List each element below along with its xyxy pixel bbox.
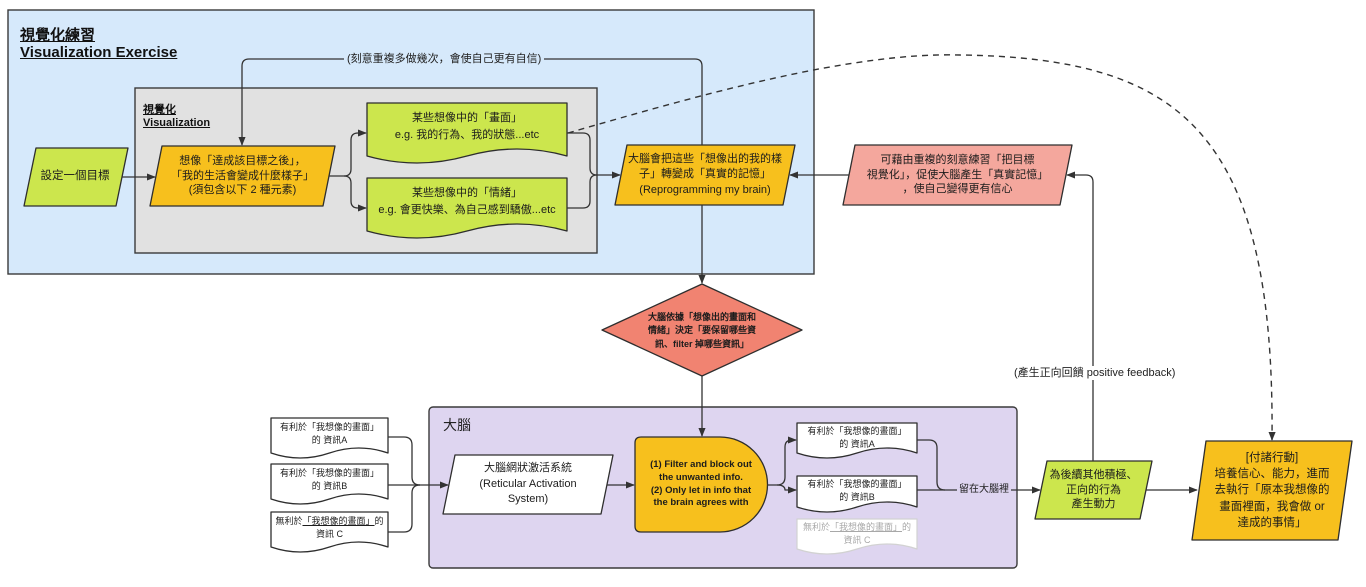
info-line2: 的 資訊B xyxy=(839,492,875,502)
info-prefix: 無利於 xyxy=(802,521,830,532)
incoming-info-b-document xyxy=(270,463,389,505)
edge-emotion-to-reprogram xyxy=(567,174,598,209)
ras-label: 大腦網狀激活系統 (Reticular Activation System) xyxy=(479,462,577,506)
filter-label: (1) Filter and block out the unwanted in… xyxy=(650,458,752,509)
filtered-info-b-label: 有利於「我想像的畫面」的 資訊B xyxy=(807,478,906,504)
imagery-document-node xyxy=(366,102,568,164)
incoming-info-b-label-box: 有利於「我想像的畫面」的 資訊B xyxy=(271,465,388,495)
filtered-info-b-label-box: 有利於「我想像的畫面」的 資訊B xyxy=(797,477,917,505)
incoming-info-c-label-box: 無利於「我想像的畫面」的資訊 C xyxy=(271,513,388,543)
positive-feedback-label: (產生正向回饋 positive feedback) xyxy=(1011,366,1179,380)
incoming-info-c-document xyxy=(270,511,389,553)
info-suffix: 的 xyxy=(902,521,912,532)
edge-info-a-to-ras xyxy=(388,436,421,486)
info-subject: 「我想像的畫面」 xyxy=(302,515,375,526)
filter-label-box: (1) Filter and block out the unwanted in… xyxy=(635,437,767,532)
decision-label: 大腦依據「想像出的畫面和 情緒」決定「要保留哪些資 訊、filter 掉哪些資訊… xyxy=(647,312,756,349)
edge-imagine-to-emotion xyxy=(343,175,367,212)
info-subject: 「我想像的畫面」 xyxy=(307,421,380,432)
filtered-info-a-label: 有利於「我想像的畫面」的 資訊A xyxy=(807,425,906,451)
info-prefix: 有利於 xyxy=(279,467,307,478)
emotion-label: 某些想像中的「情緒」 e.g. 會更快樂、為自己感到驕傲...etc xyxy=(378,186,556,216)
info-subject: 「我想像的畫面」 xyxy=(834,478,907,489)
edge-filter-to-info-a xyxy=(767,436,797,486)
info-prefix: 有利於 xyxy=(807,425,835,436)
info-subject: 「我想像的畫面」 xyxy=(834,425,907,436)
exercise-title-en: Visualization Exercise xyxy=(20,44,178,61)
confidence-node xyxy=(842,144,1073,206)
blocked-info-c-label: 無利於「我想像的畫面」的資訊 C xyxy=(803,521,911,547)
filtered-info-b-document xyxy=(796,475,918,513)
info-subject: 「我想像的畫面」 xyxy=(829,521,902,532)
info-prefix: 有利於 xyxy=(279,421,307,432)
blocked-info-c-label-box: 無利於「我想像的畫面」的資訊 C xyxy=(797,520,917,548)
imagery-label: 某些想像中的「畫面」 e.g. 我的行為、我的狀態...etc xyxy=(394,111,540,141)
action-label: [付諸行動] 培養信心、能力，進而 去執行「原本我想像的 畫面裡面，我會做 or… xyxy=(1214,452,1330,529)
set-goal-label: 設定一個目標 xyxy=(40,170,110,183)
set-goal-label-box: 設定一個目標 xyxy=(22,148,128,206)
reprogram-label-box: 大腦會把這些「想像出的我的樣 子」轉變成「真實的記憶」 (Reprogrammi… xyxy=(615,145,795,205)
edge-info-c-to-ras xyxy=(388,484,421,533)
imagery-label-box: 某些想像中的「畫面」 e.g. 我的行為、我的狀態...etc xyxy=(367,106,567,148)
edge-info-a-to-motivation xyxy=(917,439,946,491)
set-goal-node xyxy=(23,147,129,207)
info-line2: 資訊 C xyxy=(843,535,871,545)
info-line2: 的 資訊A xyxy=(311,435,348,445)
reprogram-label: 大腦會把這些「想像出的我的樣 子」轉變成「真實的記憶」 (Reprogrammi… xyxy=(628,152,782,196)
info-suffix: 的 xyxy=(374,515,384,526)
action-node xyxy=(1191,440,1353,541)
filter-delay-node xyxy=(634,436,769,533)
info-line2: 的 資訊B xyxy=(311,481,348,491)
reprogram-node xyxy=(614,144,796,206)
action-label-box: [付諸行動] 培養信心、能力，進而 去執行「原本我想像的 畫面裡面，我會做 or… xyxy=(1192,441,1352,540)
incoming-info-a-label: 有利於「我想像的畫面」的 資訊A xyxy=(280,421,379,447)
edge-filter-to-info-b xyxy=(776,484,797,494)
info-line2: 的 資訊A xyxy=(839,439,875,449)
decision-label-box: 大腦依據「想像出的畫面和 情緒」決定「要保留哪些資 訊、filter 掉哪些資訊… xyxy=(627,310,777,352)
filtered-info-a-document xyxy=(796,422,918,459)
ras-label-box: 大腦網狀激活系統 (Reticular Activation System) xyxy=(443,455,613,514)
imagine-label: 想像「達成該目標之後」， 「我的生活會變成什麼樣子」 (須包含以下 2 種元素) xyxy=(171,155,314,197)
blocked-info-c-document xyxy=(796,518,918,555)
filtered-info-a-label-box: 有利於「我想像的畫面」的 資訊A xyxy=(797,424,917,452)
incoming-info-a-document xyxy=(270,417,389,459)
incoming-info-c-label: 無利於「我想像的畫面」的資訊 C xyxy=(275,515,383,541)
motivation-label: 為後續其他積極、 正向的行為 產生動力 xyxy=(1049,468,1138,511)
incoming-info-a-label-box: 有利於「我想像的畫面」的 資訊A xyxy=(271,419,388,449)
edge-imagery-to-reprogram xyxy=(567,132,621,179)
motivation-label-box: 為後續其他積極、 正向的行為 產生動力 xyxy=(1035,461,1152,519)
subgroup-title-en: Visualization xyxy=(143,117,211,129)
subgroup-title-zh: 視覺化 xyxy=(143,104,176,116)
edge-positive-feedback xyxy=(1066,171,1094,461)
info-prefix: 無利於 xyxy=(275,515,303,526)
confidence-label-box: 可藉由重複的刻意練習「把目標 視覺化」，促使大腦產生「真實記憶」 ，使自己變得更… xyxy=(843,145,1072,205)
stay-in-brain-label: 留在大腦裡 xyxy=(957,483,1011,497)
motivation-node xyxy=(1034,460,1153,520)
info-subject: 「我想像的畫面」 xyxy=(307,467,380,478)
ras-node xyxy=(442,454,614,515)
exercise-title-zh: 視覺化練習 xyxy=(20,27,96,44)
incoming-info-b-label: 有利於「我想像的畫面」的 資訊B xyxy=(280,467,379,493)
imagine-node xyxy=(149,145,336,207)
imagine-label-box: 想像「達成該目標之後」， 「我的生活會變成什麼樣子」 (須包含以下 2 種元素) xyxy=(150,146,335,206)
repeat-loop-label: (刻意重複多做幾次，會使自己更有自信) xyxy=(344,52,545,66)
info-prefix: 有利於 xyxy=(807,478,835,489)
emotion-document-node xyxy=(366,177,568,239)
edge-imagine-to-imagery xyxy=(329,129,367,177)
info-line2: 資訊 C xyxy=(315,529,343,539)
brain-group-title: 大腦 xyxy=(443,417,471,433)
confidence-label: 可藉由重複的刻意練習「把目標 視覺化」，促使大腦產生「真實記憶」 ，使自己變得更… xyxy=(866,153,1049,196)
emotion-label-box: 某些想像中的「情緒」 e.g. 會更快樂、為自己感到驕傲...etc xyxy=(367,181,567,223)
